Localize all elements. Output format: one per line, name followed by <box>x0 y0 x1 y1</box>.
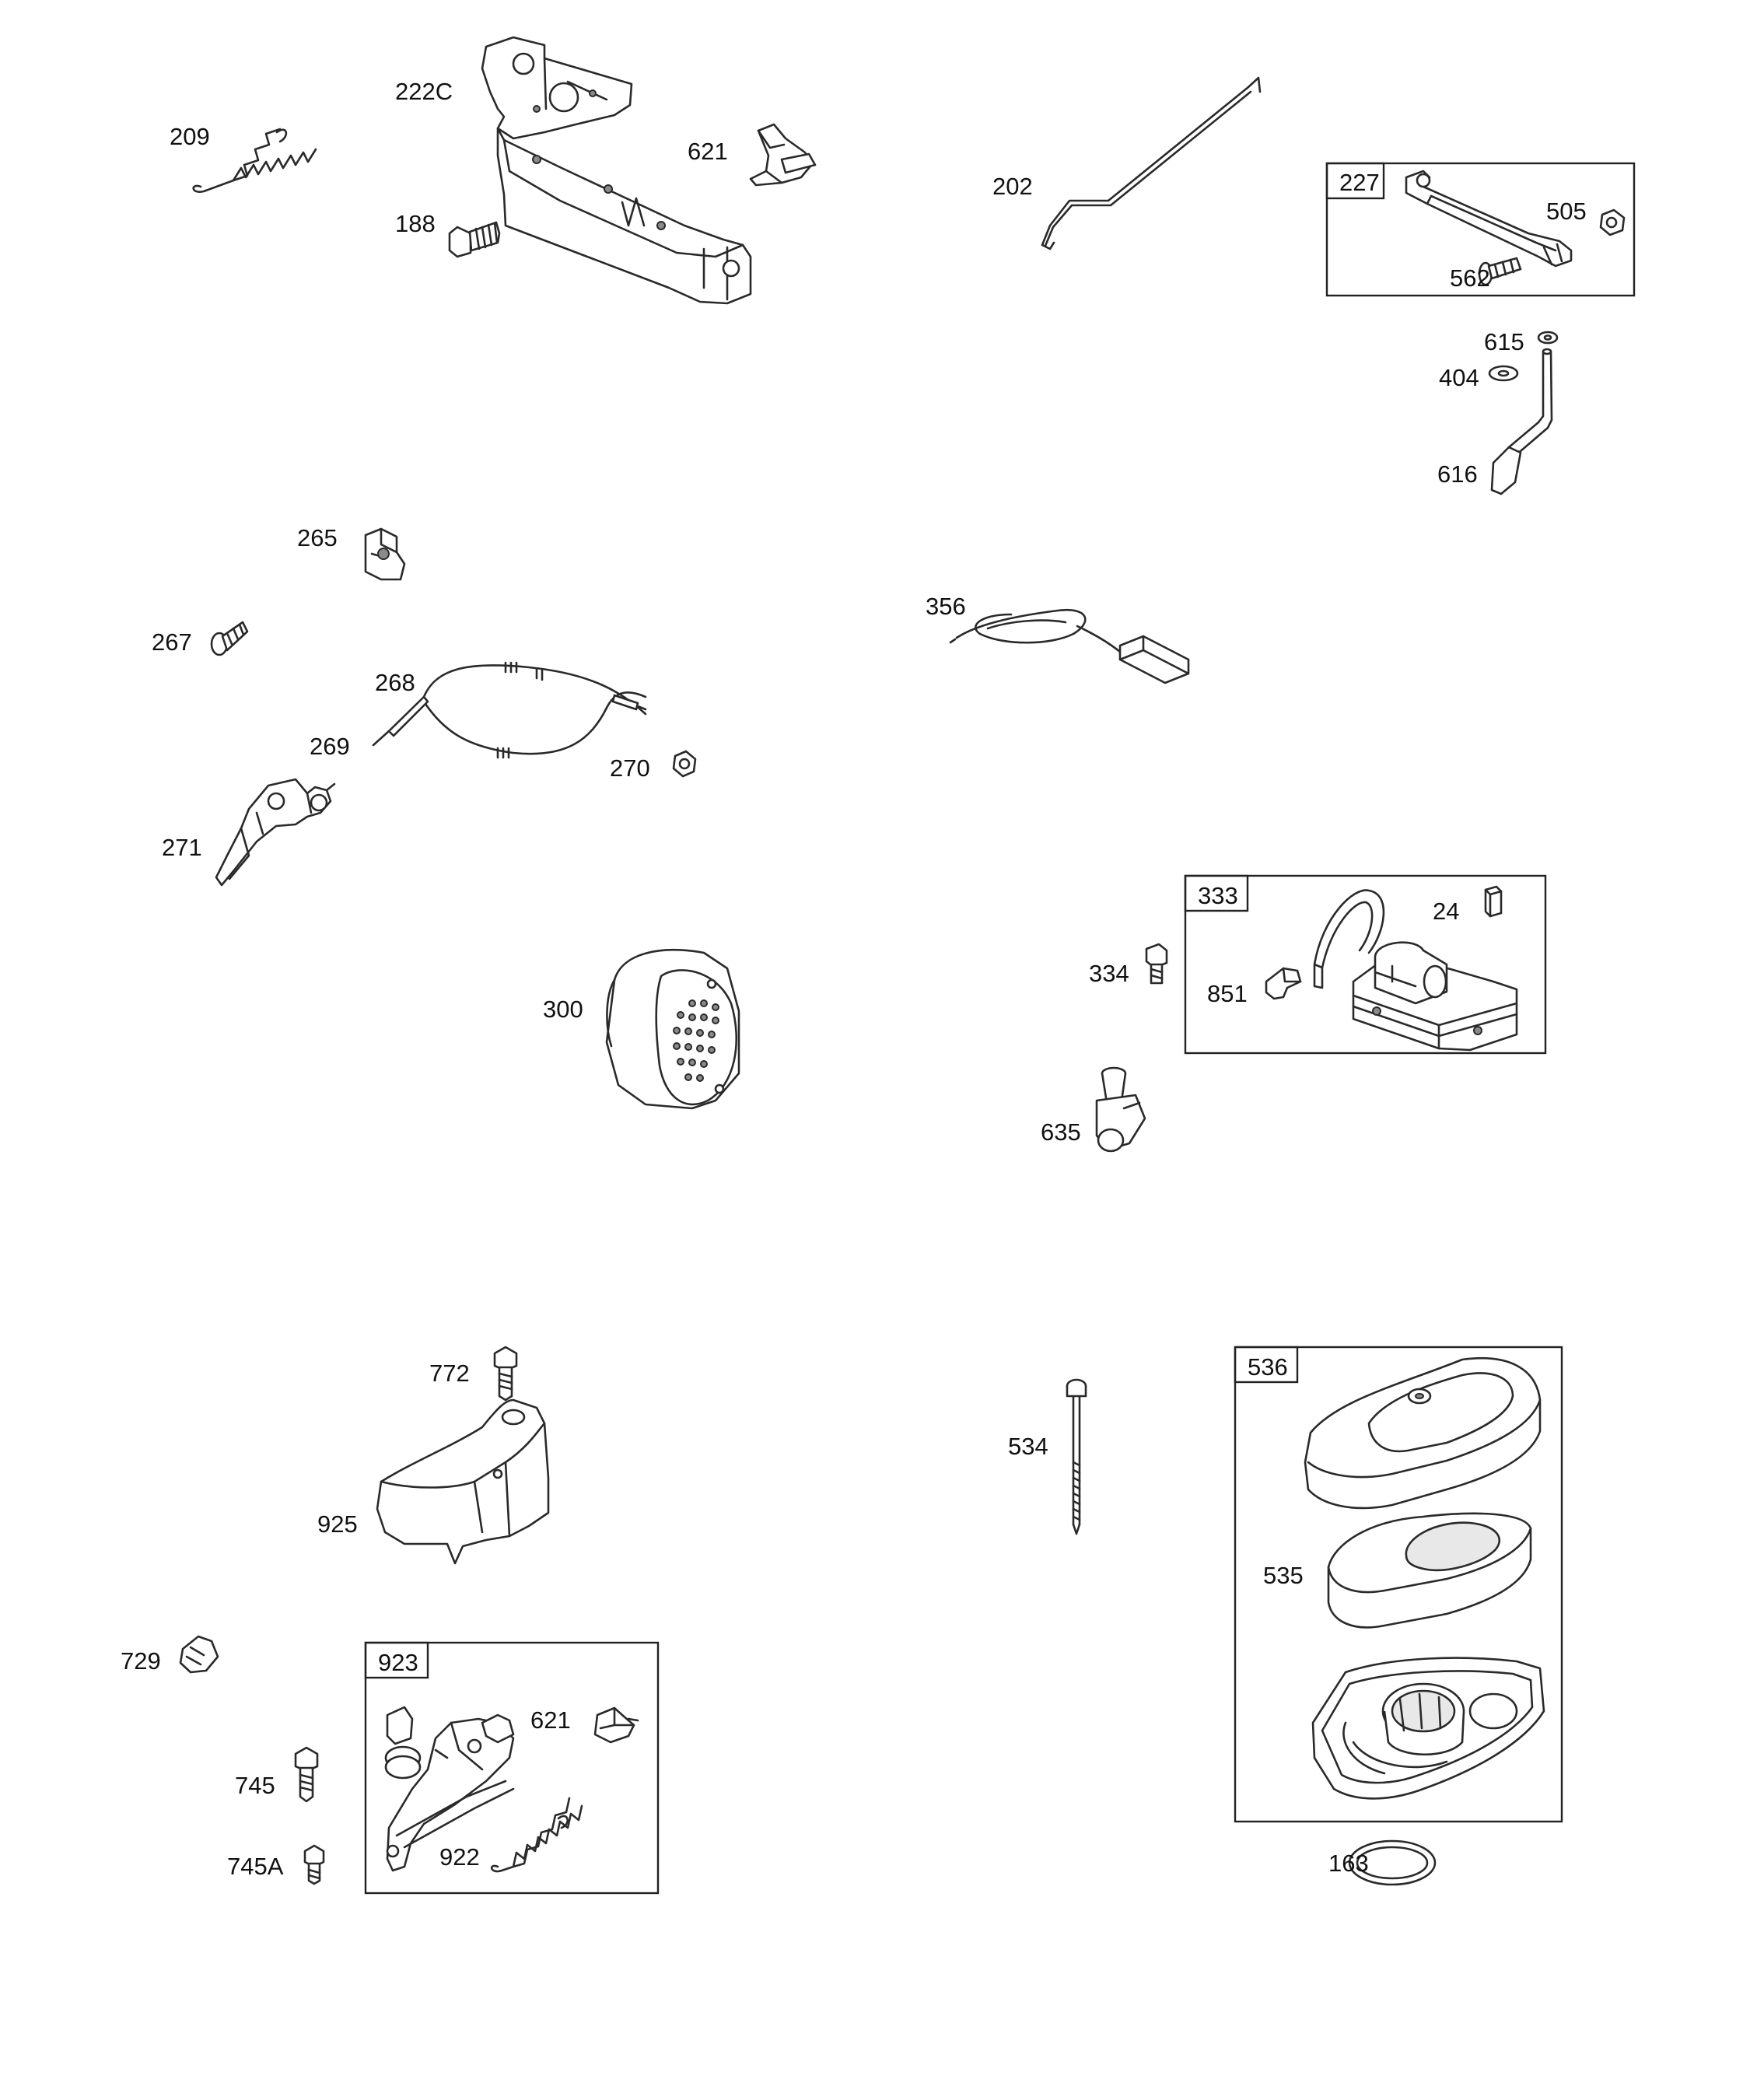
callout-923: 923 <box>378 1649 418 1676</box>
part-271-throttle-lever <box>215 778 336 887</box>
part-356-ground-wire <box>949 608 1190 684</box>
callout-300: 300 <box>543 996 583 1023</box>
part-24-spacer <box>1484 885 1503 918</box>
part-534-bolt <box>1066 1378 1087 1535</box>
callout-202: 202 <box>992 173 1033 200</box>
part-535-air-filter <box>1327 1512 1532 1629</box>
part-851-terminal <box>1265 967 1302 1000</box>
kit-box-536 <box>1234 1346 1563 1823</box>
callout-334: 334 <box>1089 960 1129 987</box>
part-222C-control-bracket <box>481 36 752 305</box>
callout-621-top: 621 <box>688 138 728 165</box>
callout-227: 227 <box>1339 169 1380 196</box>
callout-616: 616 <box>1437 460 1478 488</box>
part-772-screw <box>493 1346 518 1402</box>
callout-925: 925 <box>317 1510 358 1538</box>
kit-box-333 <box>1184 874 1547 1055</box>
part-404-washer <box>1488 365 1519 382</box>
part-925-muffler-guard <box>376 1398 550 1565</box>
part-209-spring <box>192 128 317 193</box>
kit-box-536-tag <box>1234 1346 1299 1384</box>
kit-box-227 <box>1325 162 1636 297</box>
callout-265: 265 <box>297 524 338 551</box>
callout-404: 404 <box>1439 364 1479 391</box>
kit-box-923-tag <box>364 1641 429 1679</box>
callout-772: 772 <box>429 1360 470 1387</box>
callout-163: 163 <box>1328 1850 1369 1877</box>
part-922-spring <box>491 1797 583 1873</box>
part-270-nut <box>672 750 697 778</box>
callout-851: 851 <box>1207 980 1248 1007</box>
part-621-clip-lower <box>593 1706 639 1744</box>
callout-222C: 222C <box>395 78 453 105</box>
callout-356: 356 <box>926 593 966 620</box>
part-536-air-cleaner-base <box>1311 1657 1545 1800</box>
callout-535: 535 <box>1263 1562 1304 1589</box>
part-635-spark-plug-boot <box>1095 1066 1146 1153</box>
part-265-clamp <box>364 527 406 581</box>
callout-270: 270 <box>610 754 650 782</box>
part-621-clip <box>749 123 817 187</box>
part-202-governor-link <box>1041 76 1262 250</box>
callout-269: 269 <box>310 733 350 760</box>
part-267-screw <box>210 621 249 656</box>
callout-267: 267 <box>152 628 192 656</box>
part-300-muffler <box>605 949 740 1110</box>
part-615-washer <box>1537 331 1559 345</box>
callout-635: 635 <box>1041 1118 1081 1146</box>
callout-745: 745 <box>235 1772 275 1799</box>
part-163-gasket <box>1348 1839 1437 1886</box>
part-923-governor-bracket <box>384 1706 515 1872</box>
kit-box-333-tag <box>1184 874 1249 912</box>
kit-box-227-tag <box>1325 162 1385 200</box>
part-729-clip <box>179 1635 219 1674</box>
callout-536: 536 <box>1248 1353 1288 1381</box>
part-745A-screw <box>303 1844 325 1885</box>
callout-188: 188 <box>395 210 436 237</box>
callout-333: 333 <box>1198 882 1238 909</box>
part-562-screw <box>1478 257 1522 286</box>
callout-271: 271 <box>162 834 202 861</box>
callout-562: 562 <box>1450 264 1490 292</box>
callout-745A: 745A <box>227 1853 284 1880</box>
part-505-nut <box>1599 208 1626 236</box>
callout-922: 922 <box>439 1843 480 1871</box>
muffler-perforations <box>673 999 719 1082</box>
part-227-lever <box>1405 170 1573 268</box>
part-334-screw <box>1145 943 1168 985</box>
part-188-bolt <box>448 221 501 258</box>
callout-268: 268 <box>375 669 415 696</box>
part-268-throttle-cable <box>372 661 647 759</box>
callout-209: 209 <box>170 123 210 150</box>
callout-534: 534 <box>1008 1433 1048 1460</box>
part-333-armature <box>1313 889 1518 1052</box>
callout-621-lower: 621 <box>530 1706 571 1734</box>
callout-24: 24 <box>1433 898 1459 925</box>
kit-box-923 <box>364 1641 660 1895</box>
callout-615: 615 <box>1484 328 1524 355</box>
part-745-screw <box>294 1746 319 1803</box>
part-616-shaft <box>1490 348 1553 495</box>
callout-505: 505 <box>1546 198 1587 225</box>
callout-729: 729 <box>121 1647 161 1675</box>
part-536-air-cleaner-cover <box>1304 1356 1542 1510</box>
